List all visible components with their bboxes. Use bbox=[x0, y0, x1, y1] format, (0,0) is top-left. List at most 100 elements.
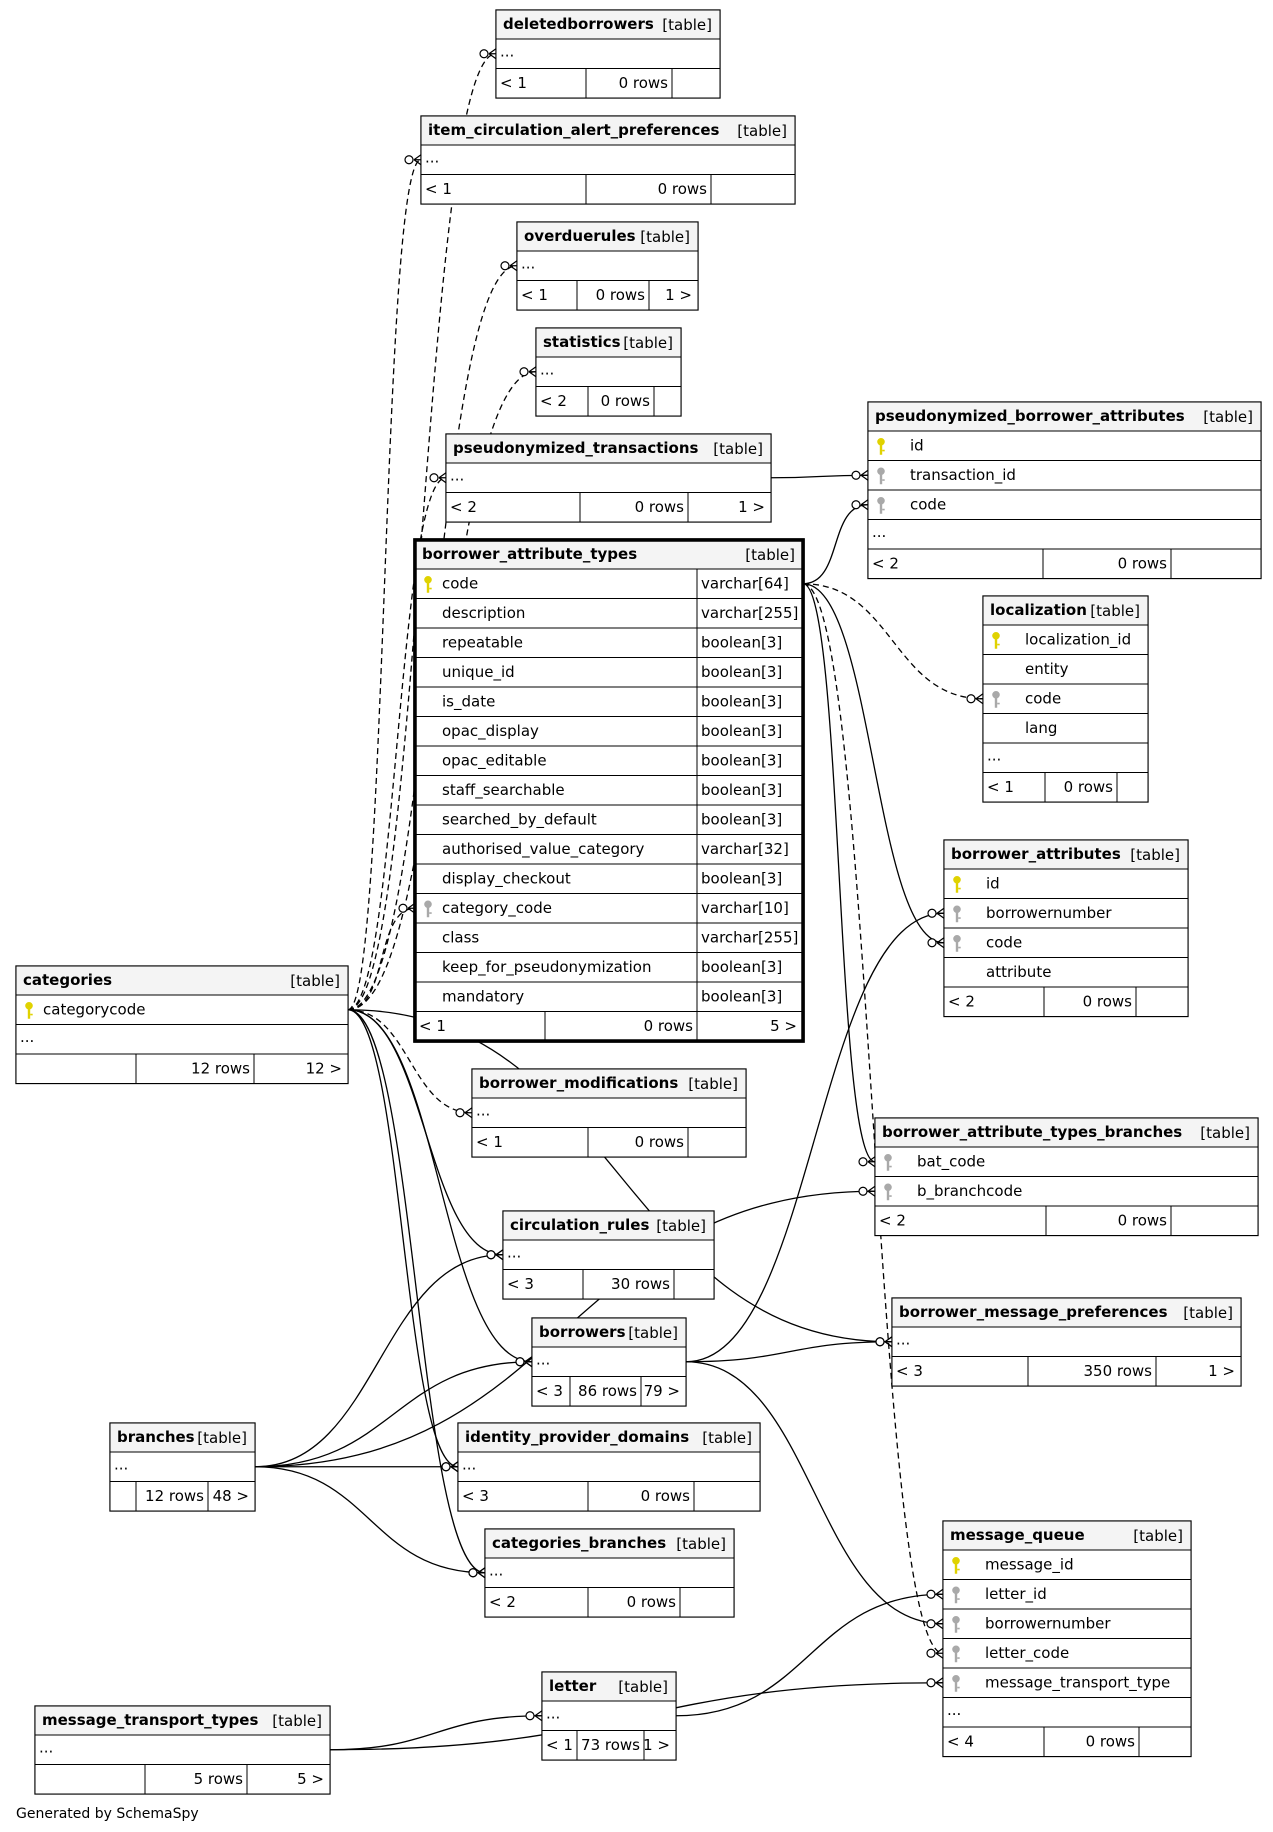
column-lang[interactable]: lang bbox=[982, 713, 1149, 744]
table-name: borrower_modifications bbox=[479, 1074, 678, 1092]
row-count: 0 rows bbox=[635, 498, 685, 516]
svg-text:...: ... bbox=[425, 148, 439, 166]
column-id[interactable]: id bbox=[943, 868, 1189, 899]
column-message_transport_type[interactable]: message_transport_type bbox=[942, 1667, 1192, 1698]
column-b_branchcode[interactable]: b_branchcode bbox=[874, 1176, 1259, 1207]
column-code[interactable]: code bbox=[943, 927, 1189, 958]
crows-foot-marker bbox=[926, 1618, 944, 1630]
table-localization[interactable]: localization[table]localization_identity… bbox=[982, 595, 1149, 803]
row-count: 0 rows bbox=[1118, 1211, 1168, 1229]
parents-count: < 2 bbox=[489, 1593, 516, 1611]
column-categorycode[interactable]: categorycode bbox=[15, 994, 349, 1025]
table-tag: [table] bbox=[1183, 1304, 1233, 1322]
table-name: localization bbox=[990, 601, 1087, 619]
table-batb[interactable]: borrower_attribute_types_branches[table]… bbox=[874, 1117, 1259, 1237]
column-transaction_id[interactable]: transaction_id bbox=[867, 460, 1262, 491]
column-letter_code[interactable]: letter_code bbox=[942, 1638, 1192, 1669]
parents-count: < 1 bbox=[419, 1017, 446, 1035]
more-columns: ... bbox=[445, 462, 772, 493]
parents-count: < 3 bbox=[896, 1362, 923, 1380]
table-battr[interactable]: borrower_attributes[table]idborrowernumb… bbox=[943, 839, 1189, 1018]
crows-foot-marker bbox=[404, 154, 422, 166]
column-id[interactable]: id bbox=[867, 430, 1262, 461]
crows-foot-marker bbox=[398, 902, 416, 914]
crows-foot-marker bbox=[858, 1156, 876, 1168]
column-code[interactable]: code bbox=[982, 683, 1149, 714]
table-name: branches bbox=[117, 1428, 195, 1446]
children-count: 5 > bbox=[297, 1770, 324, 1788]
column-localization_id[interactable]: localization_id bbox=[982, 624, 1149, 655]
table-tag: [table] bbox=[623, 334, 673, 352]
parents-count: < 3 bbox=[536, 1382, 563, 1400]
column-type: boolean[3] bbox=[701, 810, 782, 828]
parents-count: < 2 bbox=[540, 392, 567, 410]
svg-text:...: ... bbox=[987, 746, 1001, 764]
column-type: boolean[3] bbox=[701, 633, 782, 651]
column-name: borrowernumber bbox=[986, 904, 1112, 922]
column-entity[interactable]: entity bbox=[982, 654, 1149, 685]
foreign-key-icon bbox=[952, 1615, 960, 1633]
column-type: varchar[255] bbox=[701, 928, 798, 946]
column-bat_code[interactable]: bat_code bbox=[874, 1146, 1259, 1177]
table-tag: [table] bbox=[1133, 1527, 1183, 1545]
row-count: 30 rows bbox=[611, 1275, 670, 1293]
column-code[interactable]: code bbox=[867, 489, 1262, 520]
table-tag: [table] bbox=[656, 1217, 706, 1235]
column-borrowernumber[interactable]: borrowernumber bbox=[942, 1608, 1192, 1639]
row-count: 73 rows bbox=[581, 1736, 640, 1754]
column-name: display_checkout bbox=[442, 869, 571, 888]
column-message_id[interactable]: message_id bbox=[942, 1549, 1192, 1580]
column-borrowernumber[interactable]: borrowernumber bbox=[943, 898, 1189, 929]
primary-key-icon bbox=[952, 1556, 960, 1574]
row-count: 0 rows bbox=[644, 1017, 694, 1035]
table-icap[interactable]: item_circulation_alert_preferences[table… bbox=[420, 115, 796, 205]
parents-count: < 2 bbox=[879, 1211, 906, 1229]
column-letter_id[interactable]: letter_id bbox=[942, 1579, 1192, 1610]
row-count: 0 rows bbox=[635, 1133, 685, 1151]
more-columns: ... bbox=[495, 38, 721, 69]
table-mq[interactable]: message_queue[table]message_idletter_idb… bbox=[942, 1520, 1192, 1758]
column-type: varchar[32] bbox=[701, 840, 789, 858]
table-pba[interactable]: pseudonymized_borrower_attributes[table]… bbox=[867, 401, 1262, 580]
table-tag: [table] bbox=[290, 972, 340, 990]
foreign-key-icon bbox=[884, 1153, 892, 1171]
column-name: code bbox=[986, 933, 1022, 951]
svg-text:...: ... bbox=[450, 466, 464, 484]
parents-count: < 1 bbox=[425, 180, 452, 198]
table-bmp[interactable]: borrower_message_preferences[table]...< … bbox=[891, 1297, 1242, 1387]
svg-text:...: ... bbox=[536, 1350, 550, 1368]
column-attribute[interactable]: attribute bbox=[943, 957, 1189, 988]
svg-text:...: ... bbox=[540, 360, 554, 378]
